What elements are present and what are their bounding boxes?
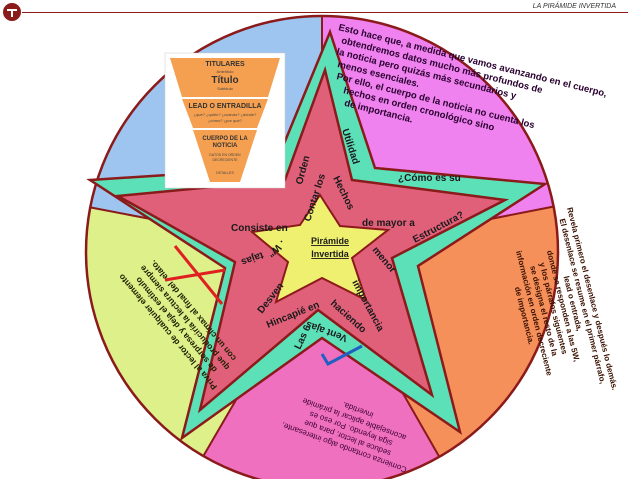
pyramid-lead-q2: ¿cómo? ¿por qué?	[208, 118, 243, 123]
star-word-de-mayor-a: de mayor a	[362, 218, 415, 229]
pyramid-titulo: Título	[211, 75, 238, 86]
center-label-line-2: Invertida	[311, 249, 350, 259]
text-bottom: Comienza contando algo interesante, sedu…	[280, 396, 408, 474]
star-inner	[249, 193, 391, 304]
star-word-como-es-su: ¿Cómo es su	[398, 173, 461, 184]
center-label-line-1: Pirámide	[311, 236, 349, 246]
pyramid-cuerpo-1: CUERPO DE LA	[202, 136, 248, 142]
university-logo	[2, 2, 22, 22]
pyramid-titulares: TITULARES	[205, 61, 245, 68]
pyramid-lead: LEAD O ENTRADILLA	[188, 103, 261, 110]
pyramid-lead-q1: ¿qué? ¿quién? ¿cuándo? ¿dónde?	[194, 112, 257, 117]
pyramid-image: TITULARES Antetítulo Título Subtítulo LE…	[164, 52, 286, 189]
segment-bottom	[190, 252, 452, 479]
pyramid-subtitulo: Subtítulo	[217, 86, 234, 91]
cross-icon	[164, 245, 226, 305]
page-title: LA PIRÁMIDE INVERTIDA	[532, 3, 616, 10]
pyramid-cuerpo-2: NOTICIA	[213, 143, 238, 149]
pyramid-antetitulo: Antetítulo	[217, 69, 235, 74]
header-divider	[22, 12, 628, 13]
pyramid-datos-1: DATOS EN ORDEN	[209, 153, 241, 157]
pyramid-detalles: DETALLES	[216, 171, 234, 175]
check-icon	[320, 344, 363, 366]
wheel-border	[84, 14, 560, 479]
star-word-consiste-en: Consiste en	[231, 223, 288, 234]
pyramid-datos-2: DECRECIENTE	[212, 158, 238, 162]
